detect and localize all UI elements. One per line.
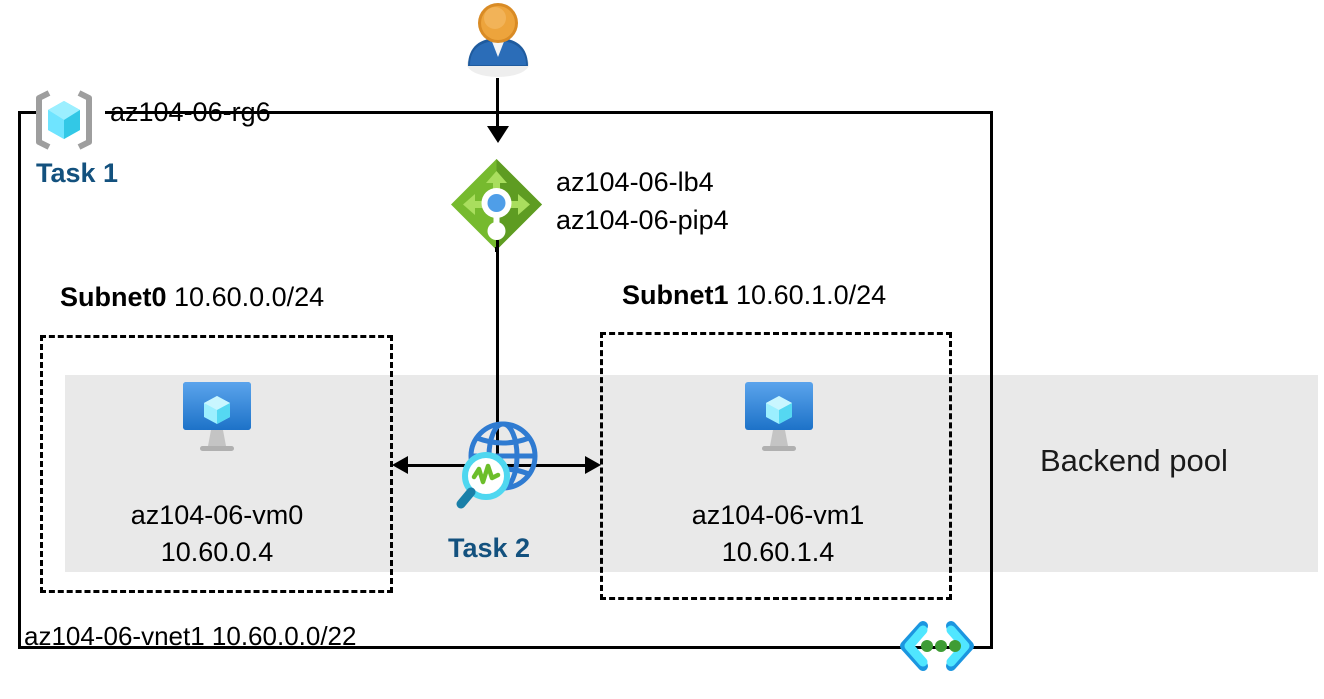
task-2-label: Task 2 xyxy=(448,533,531,563)
resource-group-border-top-left xyxy=(18,111,36,114)
resource-group-border-top-right xyxy=(105,111,993,114)
vm-0-labels: az104-06-vm0 10.60.0.4 xyxy=(67,497,367,571)
virtual-machine-icon xyxy=(740,382,818,454)
subnet-0-box xyxy=(40,335,393,593)
vm-1-labels: az104-06-vm1 10.60.1.4 xyxy=(628,497,928,571)
vm-0-name: az104-06-vm0 xyxy=(130,500,304,530)
connectivity-arrowhead-left xyxy=(392,456,408,474)
load-balancer-icon xyxy=(449,157,544,257)
vm-0-ip: 10.60.0.4 xyxy=(160,537,274,567)
public-ip-name: az104-06-pip4 xyxy=(556,205,729,235)
vm-1-name: az104-06-vm1 xyxy=(691,500,865,530)
subnet-1-box xyxy=(600,332,952,600)
vm-1-ip: 10.60.1.4 xyxy=(721,537,835,567)
resource-group-border-right xyxy=(990,111,993,649)
load-balancer-labels: az104-06-lb4 az104-06-pip4 xyxy=(556,163,729,239)
resource-group-border-bottom xyxy=(18,646,993,649)
subnet-1-cidr: 10.60.1.0/24 xyxy=(736,280,887,310)
backend-pool-label: Backend pool xyxy=(1040,443,1228,478)
resource-group-label: az104-06-rg6 xyxy=(110,97,271,127)
lb-to-watcher-connector xyxy=(496,240,499,468)
load-balancer-name: az104-06-lb4 xyxy=(556,167,714,197)
user-to-lb-arrowhead xyxy=(487,126,509,143)
resource-group-border-left xyxy=(18,111,21,649)
connectivity-arrowhead-right xyxy=(585,456,601,474)
subnet-1-name: Subnet1 xyxy=(622,280,729,310)
task-1-label: Task 1 xyxy=(36,158,119,188)
backend-pool-band xyxy=(65,375,1318,572)
subnet-0-name: Subnet0 xyxy=(60,282,167,312)
subnet-0-title: Subnet0 10.60.0.0/24 xyxy=(60,282,324,313)
network-watcher-icon xyxy=(453,418,545,510)
user-icon xyxy=(462,2,534,78)
resource-group-icon xyxy=(33,89,95,151)
subnet-0-cidr: 10.60.0.0/24 xyxy=(174,282,325,312)
virtual-network-icon xyxy=(897,620,977,672)
virtual-machine-icon xyxy=(178,382,256,454)
subnet-1-title: Subnet1 10.60.1.0/24 xyxy=(622,280,886,311)
user-to-lb-connector xyxy=(496,78,499,130)
vnet-label: az104-06-vnet1 10.60.0.0/22 xyxy=(24,621,357,651)
